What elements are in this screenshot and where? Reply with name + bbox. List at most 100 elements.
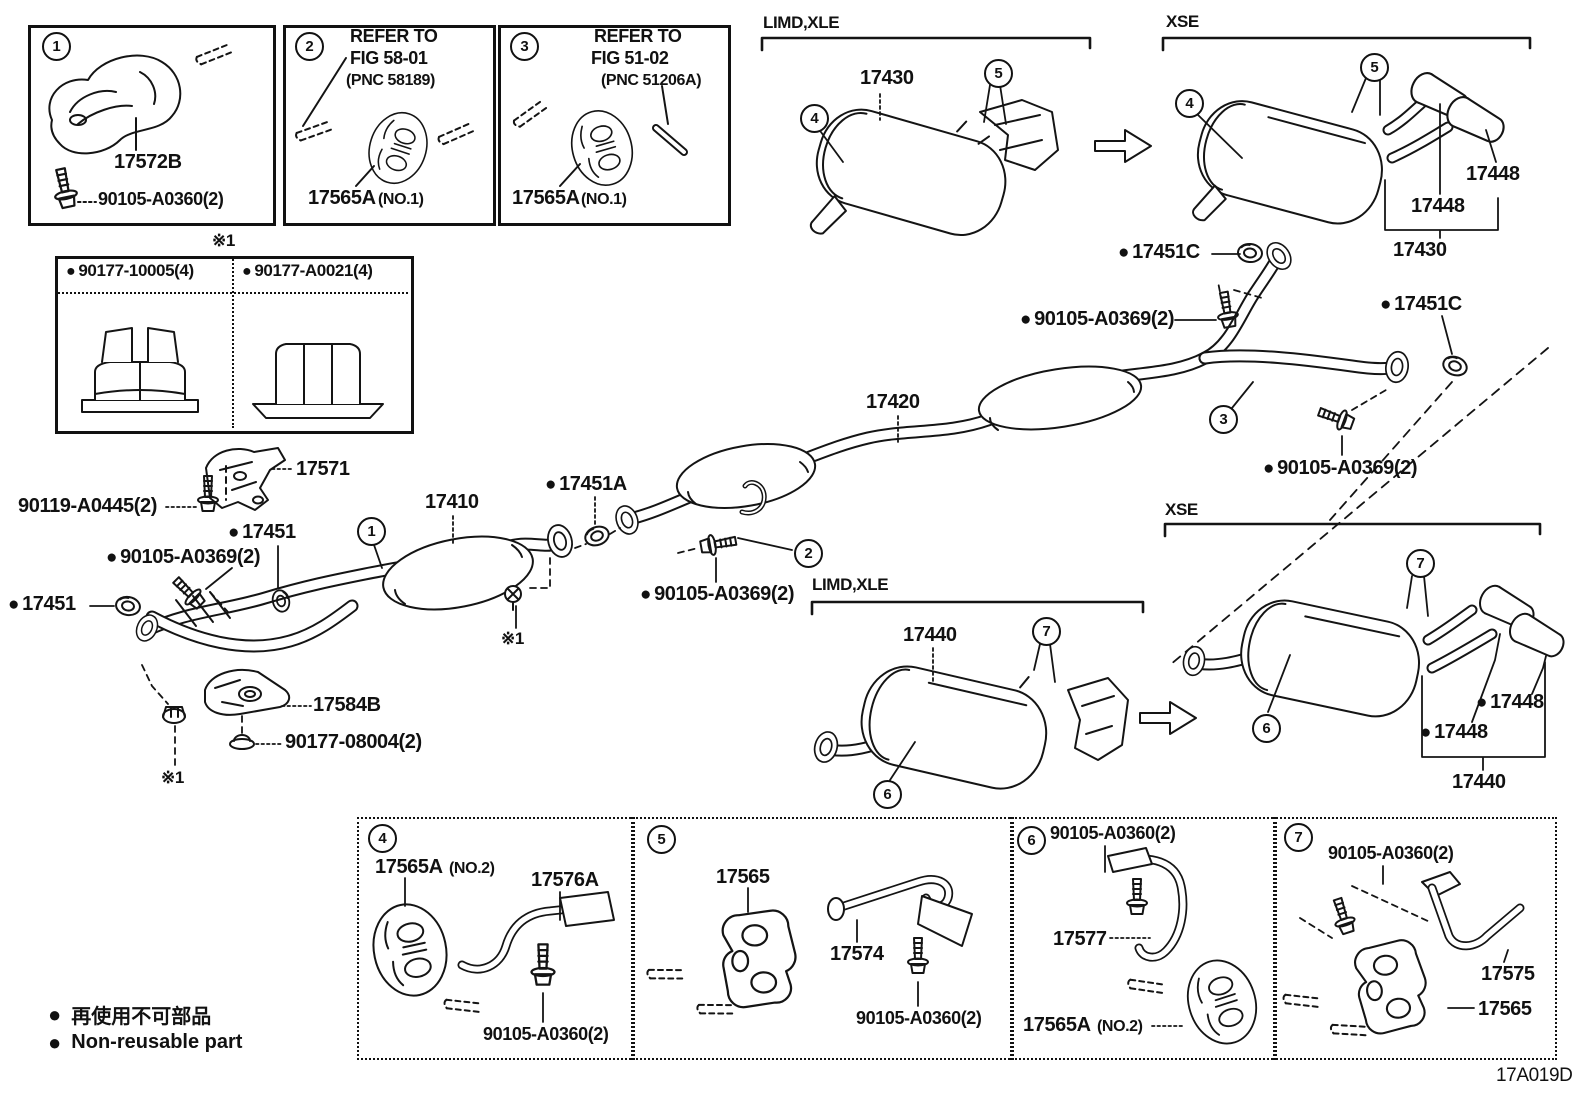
non-reusable-bullet: ● bbox=[228, 522, 240, 543]
label-17448-inner-bottom: ●17448 bbox=[1420, 721, 1488, 743]
label-17440-xse: 17440 bbox=[1452, 771, 1506, 793]
muffler-17440-xse-art bbox=[1180, 580, 1570, 718]
label-17584b: 17584B bbox=[313, 694, 381, 716]
variant-xse-top: XSE bbox=[1166, 12, 1199, 31]
gasket-17451a-art bbox=[581, 522, 613, 550]
gasket-17451-left-art bbox=[113, 594, 143, 618]
non-reusable-bullet: ● bbox=[48, 1001, 62, 1027]
variant-limd-bottom: LIMD,XLE bbox=[812, 575, 889, 594]
bolt-90105-a0369-upper-art bbox=[1212, 289, 1241, 330]
label-fig-58-01: FIG 58-01 bbox=[350, 48, 428, 68]
label-17448-inner-top: 17448 bbox=[1411, 195, 1465, 217]
non-reusable-bullet: ● bbox=[1380, 294, 1392, 315]
gasket-17451c-left-art bbox=[1236, 241, 1264, 265]
bolt-90105-a0369-right-art bbox=[1315, 401, 1357, 435]
non-reusable-bullet: ● bbox=[640, 584, 652, 605]
label-note-nutbox: ※1 bbox=[212, 231, 235, 250]
insulator-17565a-no1-art bbox=[293, 57, 478, 192]
label-17574: 17574 bbox=[830, 943, 884, 965]
nut-option-box bbox=[55, 256, 414, 434]
detail-box-5 bbox=[631, 817, 1014, 1060]
label-90105-a0360-box4: 90105-A0360(2) bbox=[483, 1024, 609, 1044]
label-17571: 17571 bbox=[296, 458, 350, 480]
detail-box6-art bbox=[1104, 845, 1268, 1054]
label-fig-51-02: FIG 51-02 bbox=[591, 48, 669, 68]
callout-4-box: 4 bbox=[368, 824, 397, 853]
detail-box-4 bbox=[357, 817, 635, 1060]
variant-xse-bottom: XSE bbox=[1165, 500, 1198, 519]
label-17451-upper: ●17451 bbox=[228, 521, 296, 543]
label-90105-a0369-mid: ●90105-A0369(2) bbox=[640, 583, 795, 605]
label-90177-10005: ●90177-10005(4) bbox=[66, 261, 194, 280]
nut-90177-a0021-art bbox=[252, 343, 384, 419]
label-17565a-box2-suffix: (NO.1) bbox=[378, 191, 424, 208]
detail-box7-art bbox=[1281, 865, 1525, 1044]
label-90105-a0369-left: ●90105-A0369(2) bbox=[106, 546, 261, 568]
callout-2: 2 bbox=[295, 32, 324, 61]
label-90105-a0369-right: ●90105-A0369(2) bbox=[1263, 457, 1418, 479]
label-17430-limd: 17430 bbox=[860, 67, 914, 89]
label-90105-a0369-upper: ●90105-A0369(2) bbox=[1020, 308, 1175, 330]
label-90105-a0360-box7: 90105-A0360(2) bbox=[1328, 843, 1454, 863]
callout-5-limd: 5 bbox=[984, 59, 1013, 88]
non-reusable-bullet: ● bbox=[1420, 722, 1432, 743]
non-reusable-bullet: ● bbox=[8, 594, 20, 615]
non-reusable-bullet: ● bbox=[66, 262, 76, 280]
callout-6-limd: 6 bbox=[873, 780, 902, 809]
label-17565-box5: 17565 bbox=[716, 866, 770, 888]
detail-box4-art bbox=[364, 877, 615, 1023]
label-17575: 17575 bbox=[1481, 963, 1535, 985]
heat-shield-17584b-art bbox=[204, 669, 291, 716]
label-17565a-box3: 17565A bbox=[512, 187, 580, 209]
front-pipe-17410-art bbox=[131, 521, 577, 653]
callout-7-box: 7 bbox=[1284, 823, 1313, 852]
legend-non-reusable-en: ● Non-reusable part bbox=[48, 1031, 242, 1054]
gasket-17451c-right-art bbox=[1439, 352, 1471, 380]
non-reusable-bullet: ● bbox=[545, 474, 557, 495]
legend-en-text: Non-reusable part bbox=[71, 1031, 243, 1053]
non-reusable-bullet: ● bbox=[1476, 692, 1488, 713]
nut-box-header-divider bbox=[55, 292, 408, 294]
label-90177-a0021: ●90177-A0021(4) bbox=[242, 261, 373, 280]
label-note-mid: ※1 bbox=[501, 629, 524, 648]
center-pipe-17420-art bbox=[611, 237, 1411, 538]
non-reusable-bullet: ● bbox=[1020, 309, 1032, 330]
label-17565a-box3-suffix: (NO.1) bbox=[581, 191, 627, 208]
label-17451c-left: ●17451C bbox=[1118, 241, 1200, 263]
label-17572b: 17572B bbox=[114, 151, 182, 173]
label-17448-outer-bottom: ●17448 bbox=[1476, 691, 1544, 713]
callout-4-limd: 4 bbox=[800, 104, 829, 133]
label-refer-to-box2: REFER TO bbox=[350, 26, 438, 46]
non-reusable-bullet: ● bbox=[1263, 458, 1275, 479]
non-reusable-bullet: ● bbox=[48, 1029, 62, 1055]
label-90105-a0360-box1: 90105-A0360(2) bbox=[98, 189, 224, 209]
label-17448-outer-top: 17448 bbox=[1466, 163, 1520, 185]
label-17451c-right: ●17451C bbox=[1380, 293, 1462, 315]
label-17565a-box2: 17565A bbox=[308, 187, 376, 209]
bolt-90105-a0369-mid-art bbox=[698, 529, 739, 558]
toggle-bolt-art bbox=[504, 585, 522, 611]
label-90119-a0445: 90119-A0445(2) bbox=[18, 495, 157, 517]
ref-box-3 bbox=[498, 25, 731, 226]
label-17565a-box6-suffix: (NO.2) bbox=[1097, 1018, 1143, 1035]
legend-jp-text: 再使用不可部品 bbox=[71, 1006, 212, 1028]
label-17440-limd: 17440 bbox=[903, 624, 957, 646]
label-17565a-box4-suffix: (NO.2) bbox=[449, 860, 495, 877]
callout-5-box: 5 bbox=[647, 825, 676, 854]
label-17451-left: ●17451 bbox=[8, 593, 76, 615]
ref-box-2 bbox=[283, 25, 496, 226]
label-17565-box7: 17565 bbox=[1478, 998, 1532, 1020]
callout-4-xse: 4 bbox=[1175, 89, 1204, 118]
callout-2-pipe: 2 bbox=[794, 539, 823, 568]
leader-lines bbox=[89, 77, 1549, 781]
callout-1: 1 bbox=[42, 32, 71, 61]
muffler-17430-xse-art bbox=[1192, 67, 1511, 225]
callout-3: 3 bbox=[510, 32, 539, 61]
label-pnc-58189: (PNC 58189) bbox=[346, 72, 435, 89]
detail-box-7 bbox=[1273, 817, 1557, 1060]
label-17430-xse: 17430 bbox=[1393, 239, 1447, 261]
flange-nut-art bbox=[162, 706, 186, 724]
non-reusable-bullet: ● bbox=[1118, 242, 1130, 263]
callout-3-pipe: 3 bbox=[1209, 405, 1238, 434]
